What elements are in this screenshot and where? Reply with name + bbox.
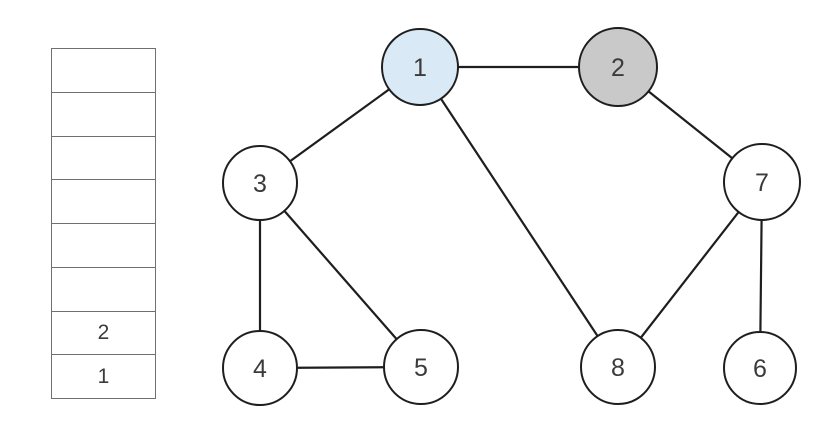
graph-node-label-2: 2 (611, 54, 625, 82)
stack-cell-filled: 2 (52, 310, 155, 355)
graph-node-label-8: 8 (611, 354, 625, 382)
graph-edge-3-5 (258, 181, 423, 369)
graph-node-7: 7 (723, 143, 801, 221)
graph-node-circle-4 (222, 330, 298, 406)
stack-cell-empty (52, 135, 155, 180)
graph-node-label-5: 5 (414, 354, 428, 382)
graph-node-circle-3 (222, 145, 298, 221)
graph-node-4: 4 (222, 330, 298, 406)
graph-node-label-6: 6 (753, 355, 767, 383)
graph-node-label-3: 3 (253, 170, 267, 198)
graph-node-circle-1 (381, 28, 459, 106)
stack-cell-empty (52, 266, 155, 311)
graph-node-3: 3 (222, 145, 298, 221)
stack-cell-empty (52, 91, 155, 136)
stack-cell-filled: 1 (52, 354, 155, 398)
graph-node-circle-2 (578, 27, 658, 107)
stack-cell-empty (52, 179, 155, 223)
graph-edge-1-8 (418, 65, 620, 369)
graph-node-5: 5 (383, 329, 459, 405)
graph-node-label-1: 1 (413, 54, 427, 82)
graph-node-circle-6 (723, 331, 797, 405)
graph-node-circle-8 (580, 329, 656, 405)
graph-edge-7-8 (616, 180, 764, 369)
graph-node-circle-7 (723, 143, 801, 221)
graph-node-1: 1 (381, 28, 459, 106)
stack-cell-empty (52, 223, 155, 267)
graph-node-label-4: 4 (253, 355, 267, 383)
graph-node-8: 8 (580, 329, 656, 405)
graph-node-6: 6 (723, 331, 797, 405)
graph-node-circle-5 (383, 329, 459, 405)
graph-node-2: 2 (578, 27, 658, 107)
graph-node-label-7: 7 (755, 169, 769, 197)
